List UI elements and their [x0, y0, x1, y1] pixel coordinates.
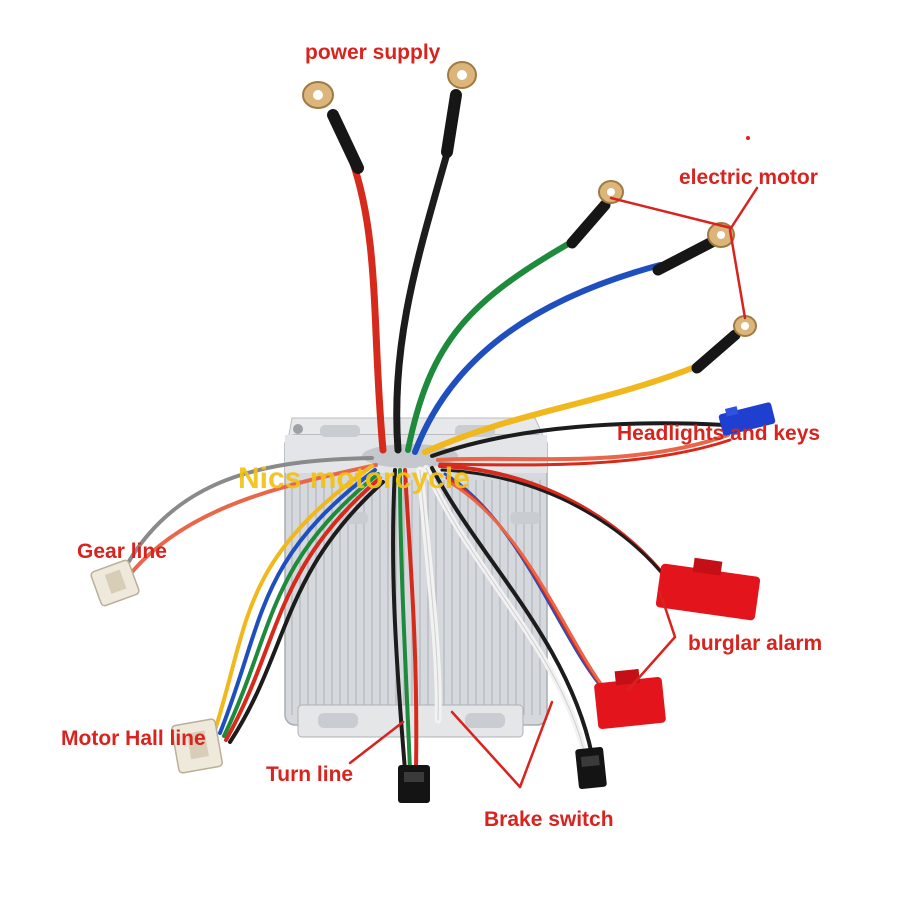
brake-pointer-1: [450, 710, 522, 789]
label-electric-motor: electric motor: [679, 166, 818, 189]
alarm-connectors: [594, 557, 761, 730]
motor-green-wire: [405, 237, 578, 453]
label-motor-hall-line: Motor Hall line: [61, 727, 206, 750]
label-gear-line: Gear line: [77, 540, 167, 563]
motor-terminals: [566, 180, 757, 374]
alarm-pointer-2: [626, 635, 677, 692]
brake-wires: [416, 465, 594, 758]
brake-connector: [575, 746, 607, 790]
power-black-wire: [393, 146, 452, 454]
annotation-pointers: [348, 186, 759, 789]
hall-connector: [171, 718, 223, 774]
label-power-supply: power supply: [305, 41, 441, 64]
label-turn-line: Turn line: [266, 763, 354, 786]
gear-wires: [123, 456, 378, 574]
headlight-connector: [718, 402, 776, 436]
hall-wires: [213, 464, 385, 744]
gear-connector: [90, 559, 140, 607]
label-headlights-and-keys: Headlights and keys: [617, 422, 821, 445]
motor-pointer-1: [609, 196, 733, 230]
motor-pointer-3: [729, 186, 759, 230]
headlight-key-wires: [430, 421, 732, 467]
motor-phase-wires: [405, 237, 703, 455]
label-brake-switch: Brake switch: [484, 808, 614, 831]
power-terminals: [302, 61, 477, 174]
motor-pointer-2: [728, 228, 747, 320]
watermark: Nics motorcycle: [238, 462, 470, 495]
turn-pointer: [348, 720, 405, 765]
brake-pointer-2: [518, 700, 554, 789]
power-supply-wires: [348, 146, 452, 454]
turn-wires: [391, 468, 419, 772]
motor-yellow-wire: [422, 362, 703, 455]
alarm-pointer-1: [658, 590, 677, 639]
power-red-wire: [348, 156, 387, 454]
motor-blue-wire: [412, 262, 663, 455]
marker-dot: [746, 136, 750, 140]
alarm-wires: [438, 464, 674, 700]
label-burglar-alarm: burglar alarm: [688, 632, 823, 655]
turn-connector: [398, 765, 430, 803]
